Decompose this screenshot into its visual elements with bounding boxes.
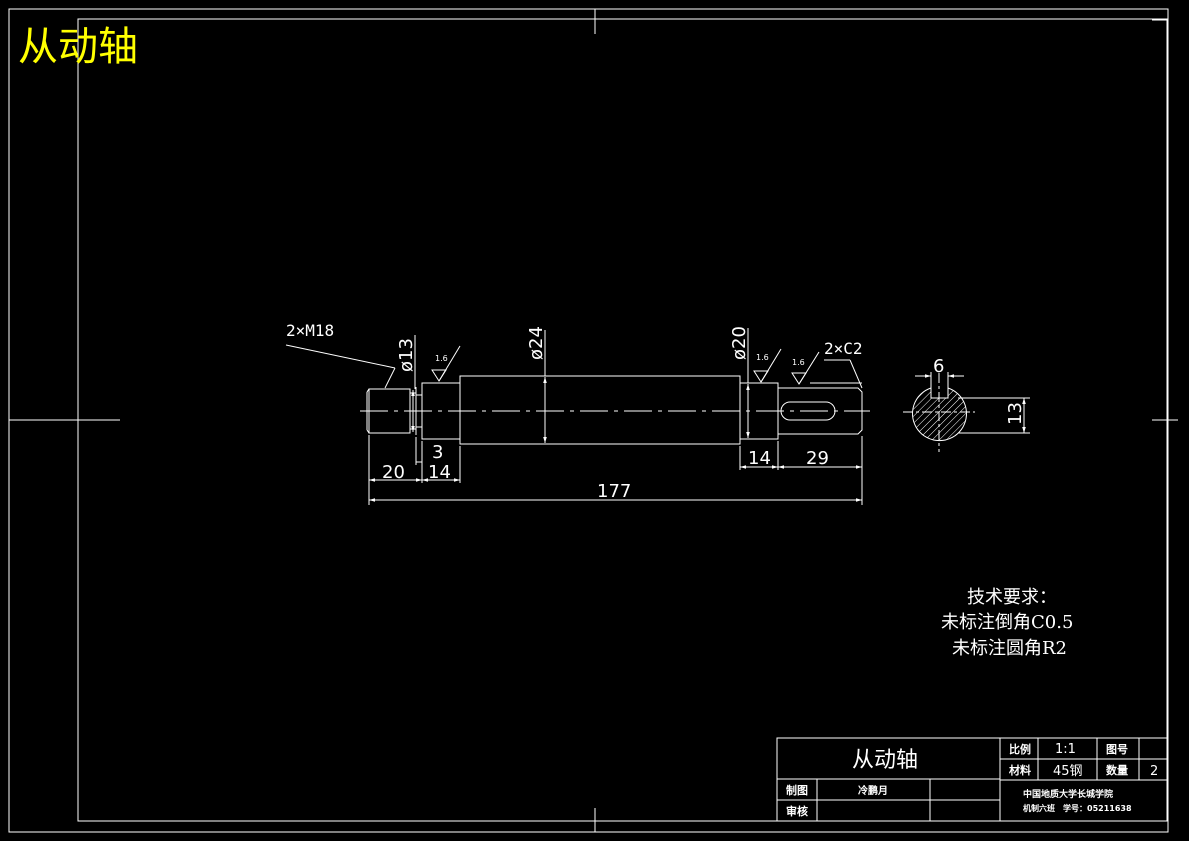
title-block-part-name: 从动轴 [852, 748, 918, 773]
title-block-class-info: 机制六班 学号：05211638 [1023, 803, 1132, 813]
roughness-symbol-right-2 [791, 351, 820, 385]
dim-14-left: 14 [428, 462, 451, 483]
label-thread: 2×M18 [286, 321, 334, 340]
roughness-symbol-right-1 [753, 348, 782, 383]
title-block-material-value: 45钢 [1053, 764, 1083, 779]
roughness-symbol-left [431, 345, 461, 382]
title-block-school: 中国地质大学长城学院 [1023, 788, 1113, 800]
title-block-quantity-value: 2 [1150, 764, 1158, 779]
label-chamfer: 2×C2 [824, 339, 863, 358]
thread-leader [285, 344, 396, 389]
tech-req-line1: 未标注倒角C0.5 [941, 612, 1073, 633]
title-block-drawing-no-label: 图号 [1106, 743, 1128, 756]
label-dia24: ø24 [526, 326, 547, 360]
keyway-section-view [903, 372, 1030, 452]
title-block-material-label: 材料 [1009, 763, 1031, 777]
roughness-label-left: 1.6 [435, 354, 448, 363]
roughness-label-right-2: 1.6 [792, 358, 805, 367]
dim-29: 29 [806, 448, 829, 469]
title-block [776, 737, 1168, 822]
dimension-lines [369, 377, 862, 502]
title-block-scale-label: 比例 [1009, 742, 1031, 756]
dim-14-right: 14 [748, 448, 771, 469]
dim-177: 177 [597, 481, 631, 502]
dim-3: 3 [432, 442, 443, 463]
label-dia20: ø20 [729, 326, 750, 360]
title-block-checked-label: 审核 [786, 804, 808, 818]
dim-13: 13 [1005, 402, 1026, 425]
dim-6: 6 [933, 356, 944, 377]
label-dia13: ø13 [396, 338, 417, 372]
roughness-label-right-1: 1.6 [756, 353, 769, 362]
shaft-main-view [360, 375, 870, 445]
tech-req-line2: 未标注圆角R2 [952, 638, 1067, 659]
title-block-scale-value: 1:1 [1055, 742, 1076, 757]
title-block-drawn-value: 冷鹏月 [858, 784, 888, 797]
drawing-frame [8, 8, 1178, 833]
technical-requirements: 技术要求： 未标注倒角C0.5 未标注圆角R2 [941, 587, 1073, 659]
chamfer-leader [810, 359, 863, 389]
title-block-quantity-label: 数量 [1106, 763, 1128, 777]
tech-req-title: 技术要求： [967, 587, 1057, 608]
title-block-drawn-label: 制图 [786, 783, 808, 797]
dim-20: 20 [382, 462, 405, 483]
drawing-header-title: 从动轴 [18, 24, 138, 70]
